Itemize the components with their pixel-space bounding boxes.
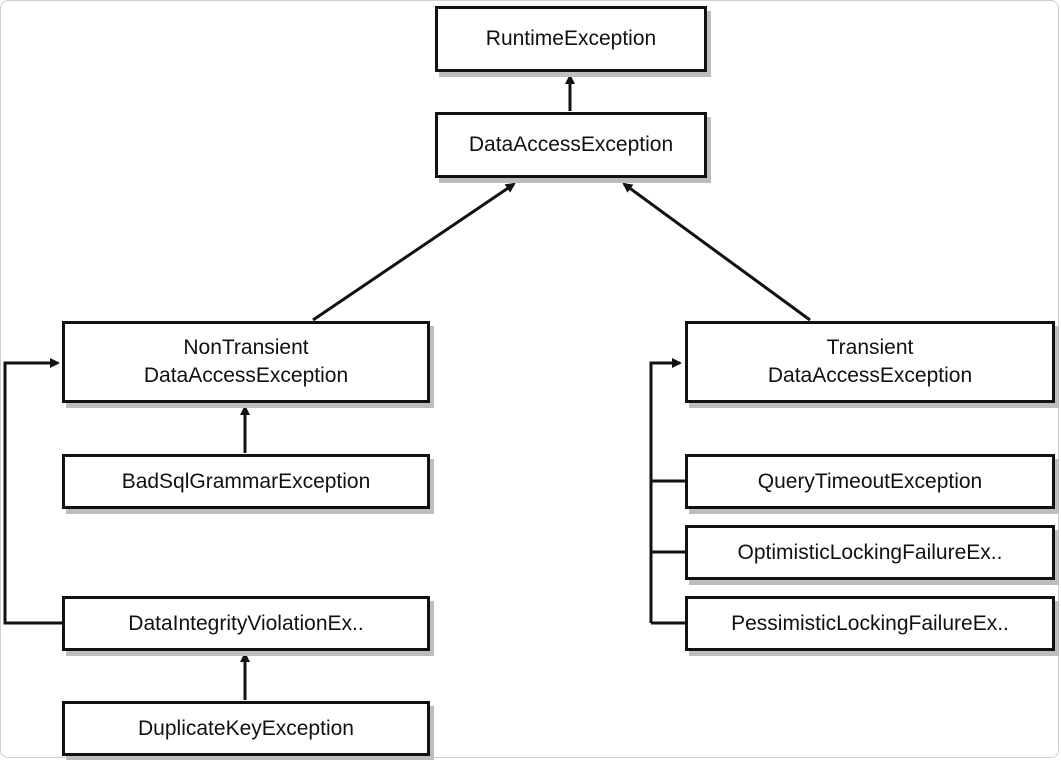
node-label: OptimisticLockingFailureEx..	[737, 540, 1003, 564]
node-label: DuplicateKeyException	[138, 716, 354, 740]
node-duplicate-key-exception: DuplicateKeyException	[62, 701, 430, 756]
node-non-transient-data-access-exception: NonTransient DataAccessException	[62, 321, 430, 403]
node-label-line1: NonTransient	[183, 336, 309, 359]
node-transient-data-access-exception: Transient DataAccessException	[685, 321, 1055, 403]
arrow-transient-to-dataaccess	[622, 182, 811, 322]
node-label: QueryTimeoutException	[757, 469, 983, 493]
arrow-dataintegrity-to-nontransient	[3, 358, 63, 625]
node-label-line2: DataAccessException	[143, 364, 349, 387]
node-label: DataAccessException	[468, 133, 674, 156]
node-data-access-exception: DataAccessException	[435, 112, 707, 178]
node-label: PessimisticLockingFailureEx..	[731, 611, 1009, 635]
arrow-nontransient-to-dataaccess	[312, 182, 516, 322]
node-label-line2: DataAccessException	[767, 364, 973, 387]
node-data-integrity-violation-exception: DataIntegrityViolationEx..	[62, 596, 430, 651]
node-label: RuntimeException	[485, 27, 657, 50]
node-label-line1: Transient	[826, 336, 914, 359]
node-pessimistic-locking-failure-exception: PessimisticLockingFailureEx..	[685, 596, 1055, 651]
node-label: BadSqlGrammarException	[121, 469, 371, 493]
node-optimistic-locking-failure-exception: OptimisticLockingFailureEx..	[685, 525, 1055, 580]
node-runtime-exception: RuntimeException	[435, 6, 707, 72]
node-label: DataIntegrityViolationEx..	[128, 611, 364, 635]
node-query-timeout-exception: QueryTimeoutException	[685, 454, 1055, 509]
node-bad-sql-grammar-exception: BadSqlGrammarException	[62, 454, 430, 509]
arrow-transient-children-to-transient	[649, 358, 682, 623]
